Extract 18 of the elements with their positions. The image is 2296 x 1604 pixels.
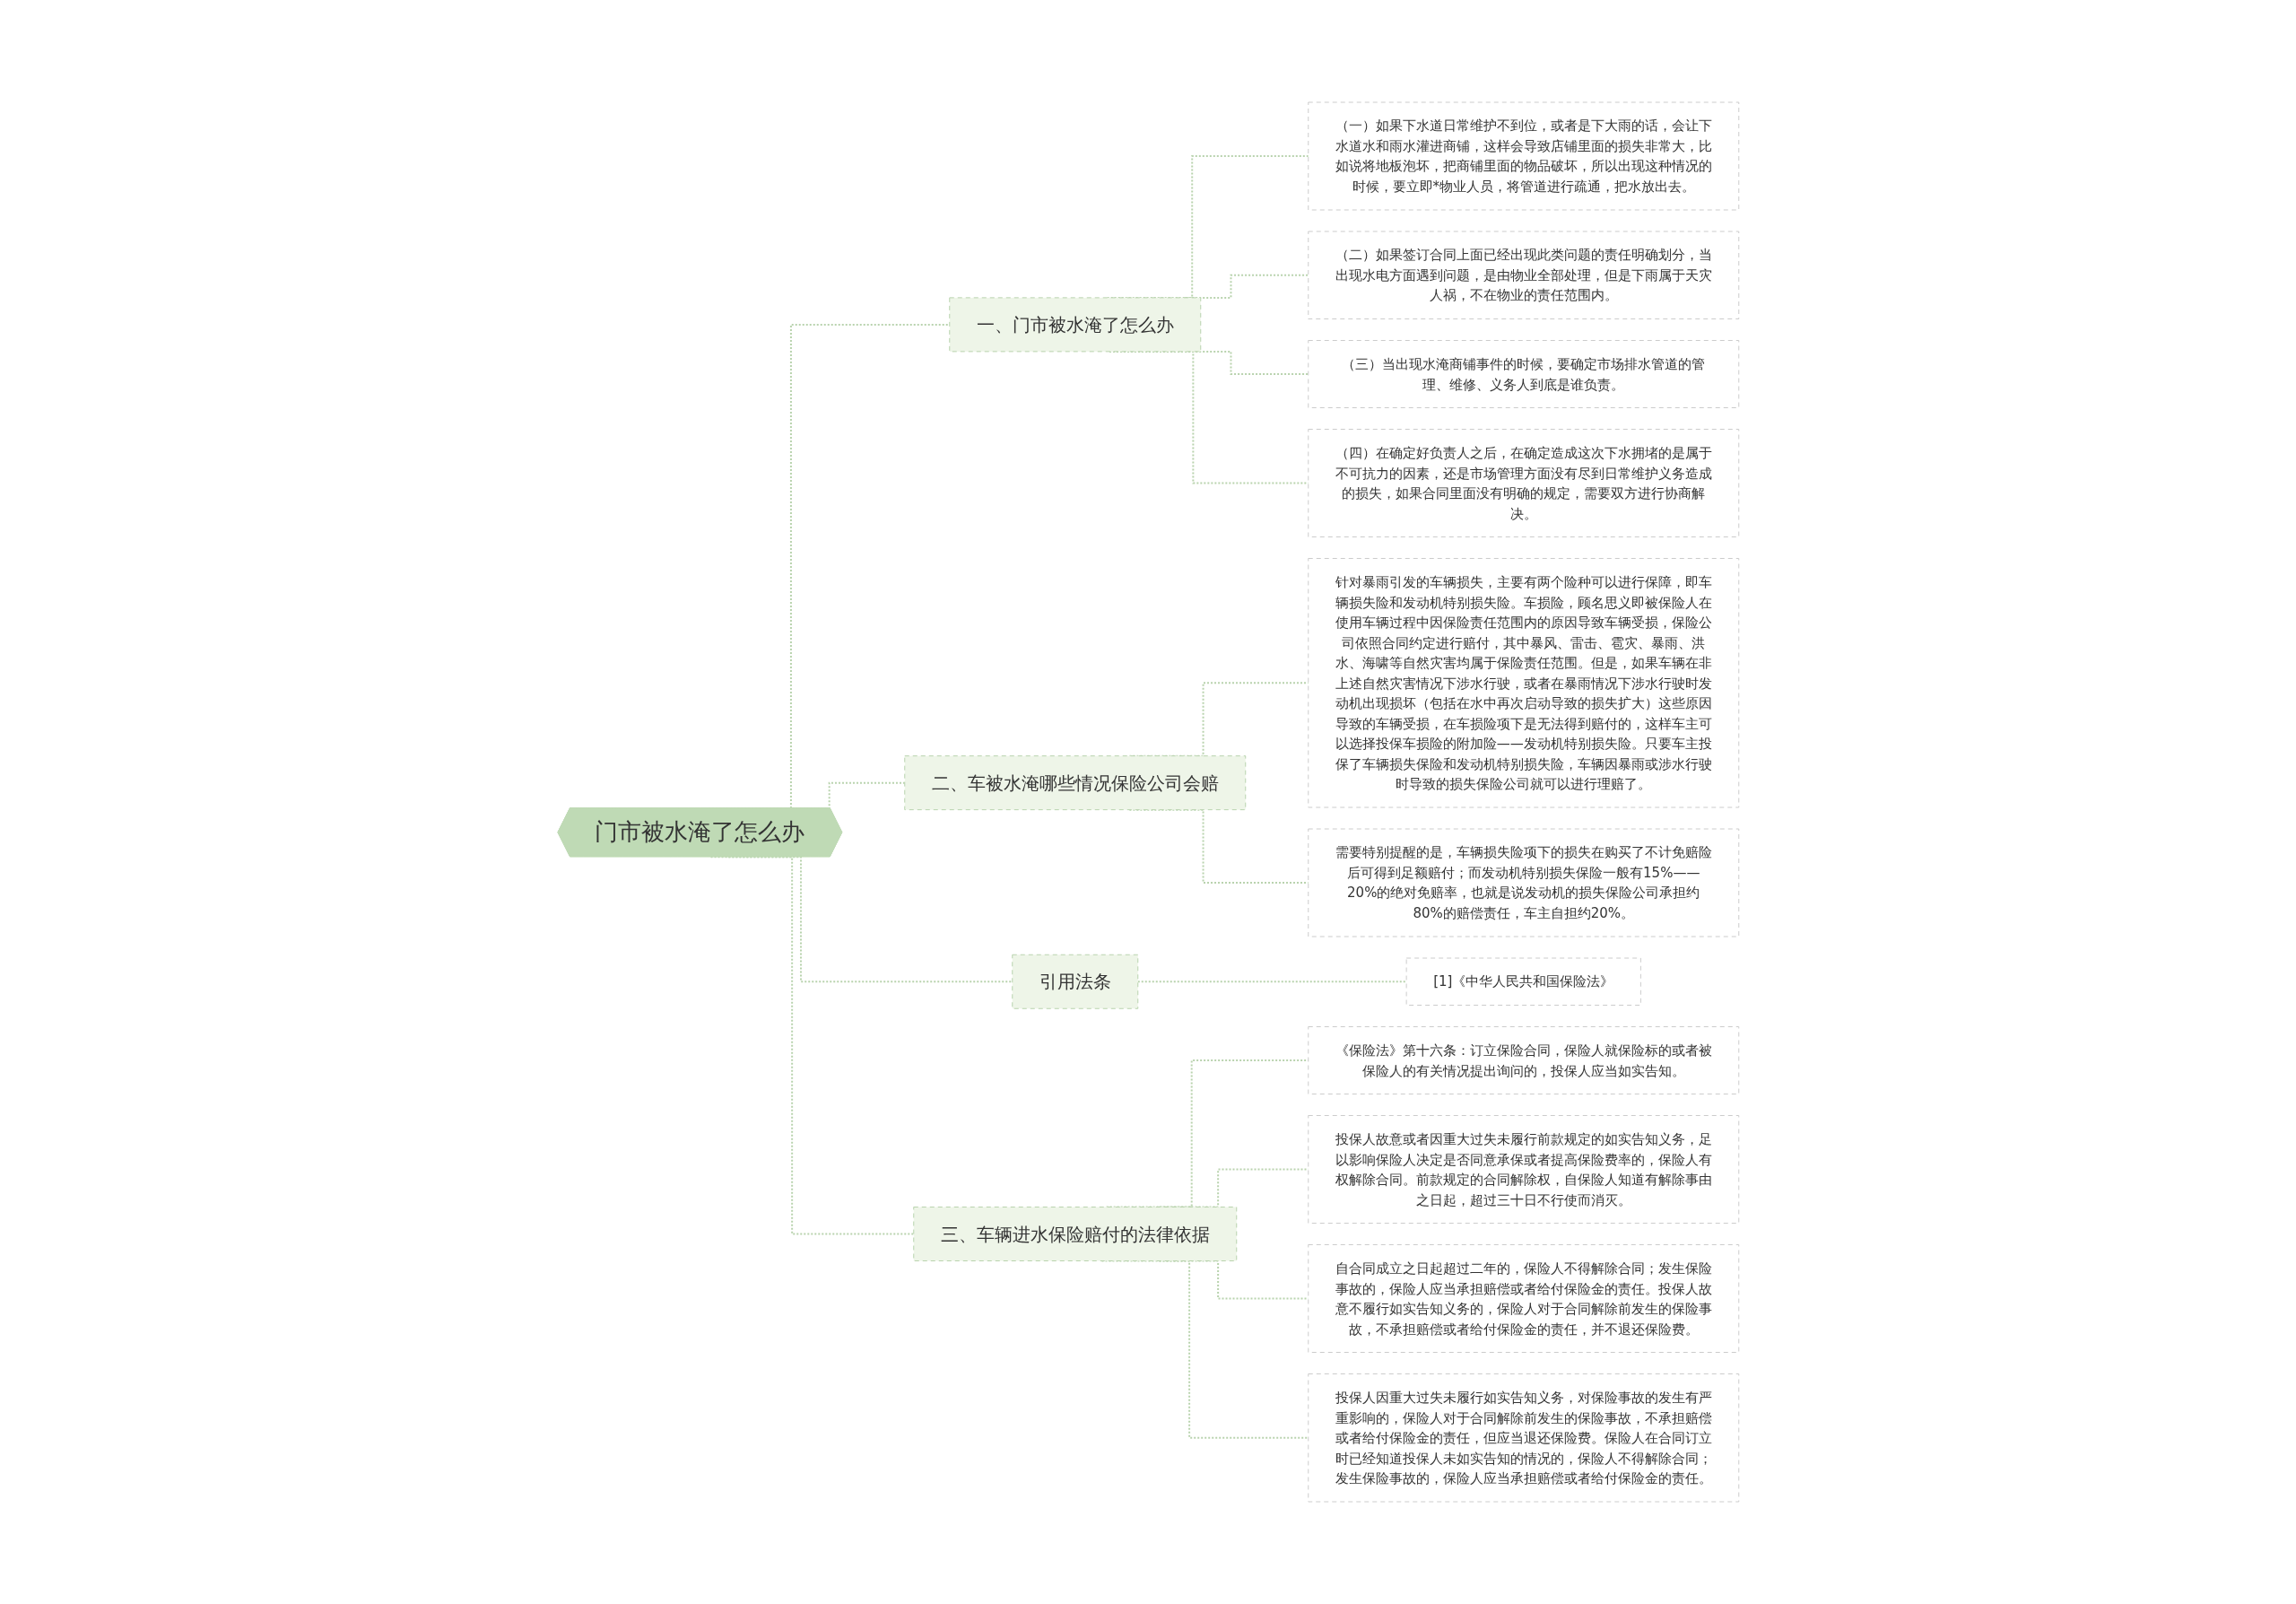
node-box: （四）在确定好负责人之后，在确定造成这次下水拥堵的是属于不可抗力的因素，还是市场管理方面没有尽到日常维护义务造成的损失，如果合同里面没有明确的规定，需要双方进行协商解决。 — [1307, 429, 1739, 537]
node-box: 需要特别提醒的是，车辆损失险项下的损失在购买了不计免赔险后可得到足额赔付；而发动机特别损失保险一般有15%——20%的绝对免赔率，也就是说发动机的损失保险公司承担约80%的赔偿责任，车主自担约20%。 — [1307, 828, 1739, 937]
node-box: 三、车辆进水保险赔付的法律依据 — [912, 1207, 1237, 1261]
node-box: [1]《中华人民共和国保险法》 — [1405, 957, 1641, 1006]
node-box: 引用法条 — [1011, 954, 1138, 1009]
node-box: 《保险法》第十六条：订立保险合同，保险人就保险标的或者被保险人的有关情况提出询问的，投保人应当如实告知。 — [1307, 1026, 1739, 1094]
node-box: 针对暴雨引发的车辆损失，主要有两个险种可以进行保障，即车辆损失险和发动机特别损失险。车损险，顾名思义即被保险人在使用车辆过程中因保险责任范围内的原因导致车辆受损，保险公司依照合同约定进行赔付，其中暴风、雷击、雹灾、暴雨、洪水、海啸等自然灾害均属于保险责任范围。但是，如果车辆在非上述自然灾害情况下涉水行驶，或者在暴雨情况下涉水行驶时发动机出现损坏（包括在水中再次启动导致的损失扩大）这些原因导致的车辆受损，在车损险项下是无法得到赔付的，这样车主可以选择投保车损险的附加险——发动机特别损失险。只要车主投保了车辆损失保险和发动机特别损失险，车辆因暴雨或涉水行驶时导致的损失保险公司就可以进行理赔了。 — [1307, 558, 1739, 808]
node-box: 投保人故意或者因重大过失未履行前款规定的如实告知义务，足以影响保险人决定是否同意承保或者提高保险费率的，保险人有权解除合同。前款规定的合同解除权，自保险人知道有解除事由之日起，超过三十日不行使而消灭。 — [1307, 1115, 1739, 1224]
node-box: （三）当出现水淹商铺事件的时候，要确定市场排水管道的管理、维修、义务人到底是谁负责。 — [1307, 340, 1739, 408]
node-box: 投保人因重大过失未履行如实告知义务，对保险事故的发生有严重影响的，保险人对于合同解除前发生的保险事故，不承担赔偿或者给付保险金的责任，但应当退还保险费。保险人在合同订立时已经知道投保人未如实告知的情况的，保险人不得解除合同；发生保险事故的，保险人应当承担赔偿或者给付保险金的责任。 — [1307, 1373, 1739, 1503]
node-box: 自合同成立之日起超过二年的，保险人不得解除合同；发生保险事故的，保险人应当承担赔偿或者给付保险金的责任。投保人故意不履行如实告知义务的，保险人对于合同解除前发生的保险事故，不承担赔偿或者给付保险金的责任，并不退还保险费。 — [1307, 1244, 1739, 1353]
node-box: （二）如果签订合同上面已经出现此类问题的责任明确划分，当出现水电方面遇到问题，是由物业全部处理，但是下雨属于天灾人祸，不在物业的责任范围内。 — [1307, 231, 1739, 319]
connector — [726, 856, 1013, 983]
connector — [709, 856, 915, 1235]
node-box: （一）如果下水道日常维护不到位，或者是下大雨的话，会让下水道水和雨水灌进商铺，这样会导致店铺里面的损失非常大，比如说将地板泡坏，把商铺里面的物品破坏，所以出现这种情况的时候，要立即*物业人员，将管道进行疏通，把水放出去。 — [1307, 101, 1739, 211]
connector — [1136, 981, 1407, 983]
node-box: 一、门市被水淹了怎么办 — [948, 297, 1201, 353]
node-box: 二、车被水淹哪些情况保险公司会赔 — [903, 755, 1246, 811]
